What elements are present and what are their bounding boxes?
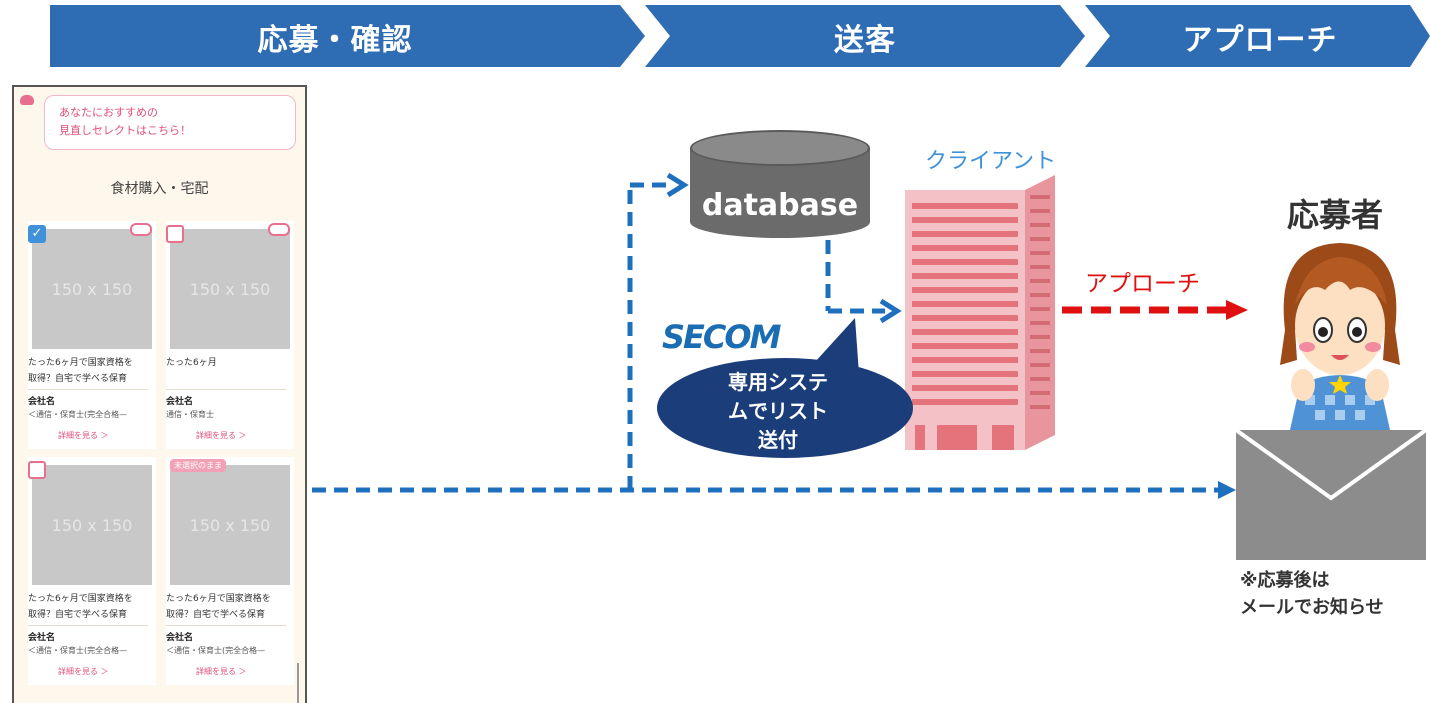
product-card[interactable]: 150 x 150 たった6ヶ月で国家資格を取得？自宅で学べる保育 会社名 ＜通… bbox=[28, 457, 156, 685]
card-divider bbox=[28, 389, 148, 390]
product-card[interactable]: 未選択のまま 150 x 150 たった6ヶ月で国家資格を取得？自宅で学べる保育… bbox=[166, 457, 294, 685]
favorite-icon[interactable] bbox=[268, 223, 290, 236]
category-title: 食材購入・宅配 bbox=[110, 181, 209, 197]
card-detail: ＜通信・保育士(完全合格— bbox=[28, 410, 128, 419]
step-apply-confirm: 応募・確認 bbox=[257, 22, 413, 58]
checkbox[interactable] bbox=[166, 225, 184, 243]
card-detail: 通信・保育士 bbox=[166, 410, 214, 419]
phone-screenshot: あなたにおすすめの 見直しセレクトはこちら！ 食材購入・宅配 ✓ 150 x 1… bbox=[12, 85, 307, 703]
chat-icon bbox=[20, 95, 34, 105]
mail-note: ※応募後は メールでお知らせ bbox=[1240, 570, 1384, 618]
approach-label: アプローチ bbox=[1085, 271, 1200, 297]
header-chevrons bbox=[50, 5, 1430, 67]
card-company: 会社名 bbox=[166, 633, 194, 643]
product-card[interactable]: ✓ 150 x 150 たった6ヶ月で国家資格を取得？自宅で学べる保育 会社名 … bbox=[28, 221, 156, 449]
status-tag: 未選択のまま bbox=[170, 459, 226, 472]
bubble-line-2: 見直しセレクトはこちら！ bbox=[59, 124, 191, 137]
product-image-placeholder: 150 x 150 bbox=[170, 465, 290, 585]
database-top bbox=[690, 130, 870, 166]
office-building-icon bbox=[905, 175, 1055, 450]
product-image-placeholder: 150 x 150 bbox=[32, 465, 152, 585]
card-divider bbox=[166, 625, 286, 626]
card-detail-link[interactable]: 詳細を見る ＞ bbox=[58, 667, 109, 676]
card-detail-link[interactable]: 詳細を見る ＞ bbox=[58, 431, 109, 440]
card-title: たった6ヶ月で国家資格を取得？自宅で学べる保育 bbox=[28, 594, 133, 620]
card-detail-link[interactable]: 詳細を見る ＞ bbox=[196, 667, 247, 676]
client-label: クライアント bbox=[925, 149, 1057, 174]
step-approach: アプローチ bbox=[1182, 22, 1338, 58]
card-title: たった6ヶ月 bbox=[166, 358, 217, 368]
speech-bubble bbox=[657, 318, 913, 458]
checkbox[interactable] bbox=[28, 461, 46, 479]
card-company: 会社名 bbox=[28, 397, 56, 407]
favorite-icon[interactable] bbox=[130, 223, 152, 236]
card-detail: ＜通信・保育士(完全合格— bbox=[28, 646, 128, 655]
card-divider bbox=[166, 389, 286, 390]
applicant-label: 応募者 bbox=[1287, 196, 1384, 234]
card-detail: ＜通信・保育士(完全合格— bbox=[166, 646, 266, 655]
bubble-line-1: あなたにおすすめの bbox=[59, 106, 158, 119]
card-title: たった6ヶ月で国家資格を取得？自宅で学べる保育 bbox=[28, 358, 133, 384]
envelope-icon bbox=[1236, 430, 1426, 560]
girl-character-icon bbox=[1280, 243, 1400, 430]
card-title: たった6ヶ月で国家資格を取得？自宅で学べる保育 bbox=[166, 594, 271, 620]
database-label: database bbox=[701, 188, 859, 223]
recommend-bubble: あなたにおすすめの 見直しセレクトはこちら！ bbox=[44, 95, 296, 150]
card-company: 会社名 bbox=[166, 397, 194, 407]
step-referral: 送客 bbox=[834, 22, 896, 58]
card-company: 会社名 bbox=[28, 633, 56, 643]
card-detail-link[interactable]: 詳細を見る ＞ bbox=[196, 431, 247, 440]
product-image-placeholder: 150 x 150 bbox=[170, 229, 290, 349]
scrollbar[interactable] bbox=[297, 663, 299, 703]
checkbox-checked[interactable]: ✓ bbox=[28, 225, 46, 243]
product-card[interactable]: 150 x 150 たった6ヶ月 会社名 通信・保育士 詳細を見る ＞ bbox=[166, 221, 294, 449]
secom-logo: SECOM bbox=[662, 318, 781, 356]
card-divider bbox=[28, 625, 148, 626]
speech-text: 専用システ ムでリスト 送付 bbox=[728, 370, 828, 452]
product-image-placeholder: 150 x 150 bbox=[32, 229, 152, 349]
